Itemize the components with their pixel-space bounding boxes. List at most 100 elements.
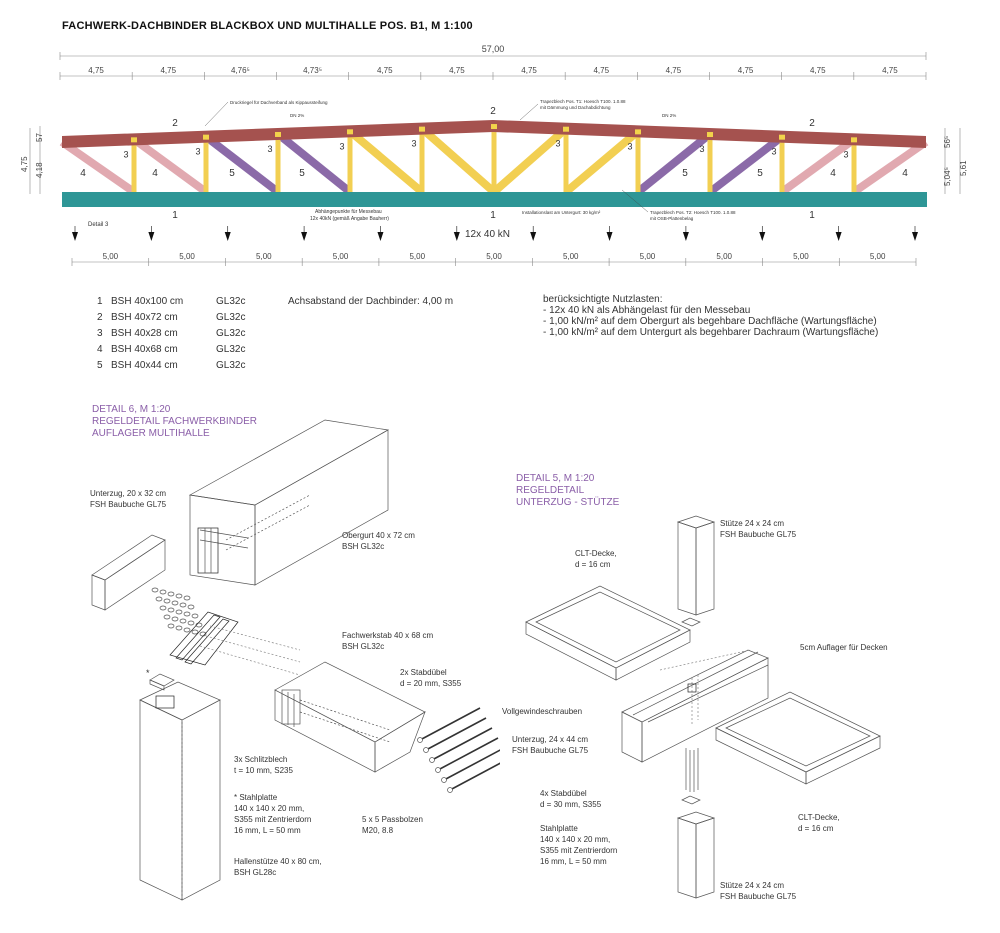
bolt-head xyxy=(175,609,183,615)
node-plate xyxy=(563,126,569,132)
plate-top xyxy=(681,617,701,627)
bottom-chord-label: 1 xyxy=(490,210,496,221)
bottom-dim-label: 5,00 xyxy=(716,252,732,261)
unterzug-beam xyxy=(621,649,769,763)
passbolzen xyxy=(437,737,499,771)
schlitzblech-plates xyxy=(169,611,301,676)
diagonal-label: 4 xyxy=(80,168,86,179)
bolt-head xyxy=(183,611,191,617)
left-dim-57: 57 xyxy=(35,133,44,142)
bolt-head xyxy=(159,589,167,595)
diagonal-member xyxy=(59,138,137,196)
diagonal-label: 4 xyxy=(152,168,158,179)
bottom-chord xyxy=(62,192,927,207)
d5-vollgewinde: Vollgewindeschrauben xyxy=(502,707,582,716)
diagonal-member xyxy=(419,125,497,196)
d5-stuetze-top-2: FSH Baubuche GL75 xyxy=(720,530,797,539)
d5-clt-bottom-1: CLT-Decke, xyxy=(798,813,840,822)
load-arrow xyxy=(377,232,384,241)
diagonal-label: 4 xyxy=(830,168,836,179)
d5-stahlplatte-1: Stahlplatte xyxy=(540,824,578,833)
diagonal-label: 5 xyxy=(757,168,763,179)
top-dim-label: 4,75 xyxy=(738,66,754,75)
load-item: - 1,00 kN/m² auf dem Untergurt als begeh… xyxy=(543,327,879,338)
bottom-chord-label: 1 xyxy=(809,210,815,221)
bolt-head xyxy=(187,604,195,610)
d5-stahlplatte-2: 140 x 140 x 20 mm, xyxy=(540,835,610,844)
bottom-dim-label: 5,00 xyxy=(793,252,809,261)
d5-stuetze-bottom-2: FSH Baubuche GL75 xyxy=(720,892,797,901)
bolt-head xyxy=(195,622,203,628)
unterzug-box xyxy=(91,534,166,611)
bottom-dim-label: 5,00 xyxy=(103,252,119,261)
passbolzen xyxy=(425,717,487,751)
d6-schlitzblech-1: 3x Schlitzblech xyxy=(234,755,287,764)
left-vertical-dimension xyxy=(29,126,41,194)
diagonal-member xyxy=(563,128,641,196)
bolt-head xyxy=(167,607,175,613)
bolt-head xyxy=(171,616,179,622)
d6-stahlplatte-3: S355 mit Zentrierdorn xyxy=(234,815,311,824)
load-arrow xyxy=(148,232,155,241)
d6-stabduebel-1: 2x Stabdübel xyxy=(400,668,447,677)
post-label: 3 xyxy=(411,139,416,149)
left-dim-418: 4,18 xyxy=(35,162,44,178)
top-chord-label: 2 xyxy=(490,106,496,117)
hallenstuetze-box xyxy=(139,681,221,901)
stuetze-top-box xyxy=(676,515,716,616)
d6-stabduebel-2: d = 20 mm, S355 xyxy=(400,679,462,688)
bottom-dim-label: 5,00 xyxy=(256,252,272,261)
diagonal-member xyxy=(347,128,425,196)
passbolzen-head xyxy=(447,787,453,793)
post-label: 3 xyxy=(339,141,344,151)
load-arrow xyxy=(453,232,460,241)
annotation-trapez-bot-2: mit OSB-Plattenbelag xyxy=(650,216,694,221)
bottom-dim-label: 5,00 xyxy=(409,252,425,261)
bolt-array xyxy=(151,587,207,637)
d6-unterzug-1: Unterzug, 20 x 32 cm xyxy=(90,489,166,498)
bolt-head xyxy=(155,596,163,602)
top-dim-label: 4,75 xyxy=(88,66,104,75)
node-plate xyxy=(707,132,713,138)
post-label: 3 xyxy=(627,141,632,151)
bolt-head xyxy=(151,587,159,593)
clt-top-slab xyxy=(525,585,691,681)
d6-hallenstuetze-1: Hallenstütze 40 x 80 cm, xyxy=(234,857,322,866)
post-label: 3 xyxy=(123,149,128,159)
top-chord-label: 2 xyxy=(172,118,178,129)
passbolzen-group xyxy=(417,707,500,793)
dn-left: DN 2% xyxy=(290,113,304,118)
right-dim-565: 56⁵ xyxy=(943,136,952,148)
passbolzen xyxy=(431,727,493,761)
detail5-heading: DETAIL 5, M 1:20 REGELDETAIL UNTERZUG - … xyxy=(516,473,620,508)
right-dim-561: 5,61 xyxy=(959,160,968,176)
passbolzen-head xyxy=(435,767,441,773)
diagonal-member xyxy=(707,133,785,196)
axis-spacing: Achsabstand der Dachbinder: 4,00 m xyxy=(288,296,454,307)
bottom-dim-label: 5,00 xyxy=(640,252,656,261)
diagonal-member xyxy=(779,136,857,196)
loads-heading: berücksichtigte Nutzlasten: xyxy=(543,294,663,305)
post-label: 3 xyxy=(843,149,848,159)
diagonal-member xyxy=(635,130,713,196)
d5-stahlplatte-3: S355 mit Zentrierdorn xyxy=(540,846,617,855)
diagonal-label: 5 xyxy=(229,168,235,179)
detail5-axonometric: Stütze 24 x 24 cm FSH Baubuche GL75 CLT-… xyxy=(502,515,888,901)
annotation-trapez-top-1: Trapezblech Pos. T1: Hoesch T100. 1.0.88 xyxy=(540,99,626,104)
stuetze-bottom-box xyxy=(676,811,716,899)
node-plate xyxy=(419,126,425,132)
drawing-title: FACHWERK-DACHBINDER BLACKBOX UND MULTIHA… xyxy=(62,20,473,32)
top-dim-label: 4,75 xyxy=(882,66,898,75)
post-label: 3 xyxy=(195,147,200,157)
top-dim-label: 4,73⁵ xyxy=(303,66,322,75)
bolt-head xyxy=(175,593,183,599)
bolt-head xyxy=(191,629,199,635)
node-plate xyxy=(779,134,785,140)
detail6-heading: DETAIL 6, M 1:20 REGELDETAIL FACHWERKBIN… xyxy=(92,404,258,439)
total-dim-label: 57,00 xyxy=(482,44,505,54)
